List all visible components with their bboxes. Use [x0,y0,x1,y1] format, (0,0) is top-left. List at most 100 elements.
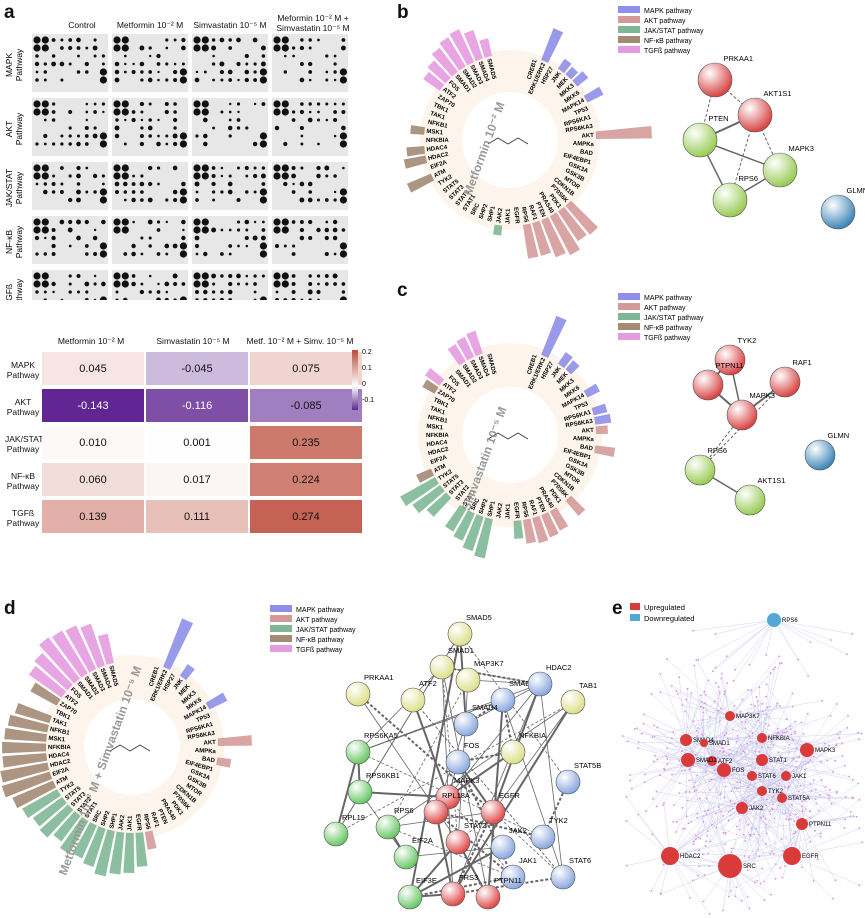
network-edge [806,732,859,751]
neighbor-node [633,728,636,730]
protein-node [453,711,479,737]
blot-spot [131,117,136,123]
pathway-bar [60,817,89,854]
neighbor-node [791,803,793,806]
network-edge [761,722,802,739]
blot-spot [283,181,288,187]
gene-label: ATM [55,776,69,787]
neighbor-node [672,731,675,734]
blot-spot [316,118,321,122]
blot-spot [99,196,107,204]
protein-node [530,824,556,850]
neighbor-node [629,774,632,776]
neighbor-node [750,703,753,706]
heatmap-col-header: Simvastatin 10⁻⁵ M [156,336,230,346]
blot-spot [299,235,305,241]
blot-spot [181,37,186,43]
blot-spot [260,61,266,67]
neighbor-node [814,798,817,801]
blot-spot [228,102,232,106]
gene-label: RPS6KA3 [565,419,594,430]
blot-spot [308,298,312,300]
neighbor-node [819,832,822,835]
blot-spot [43,290,47,294]
blot-spot [44,236,47,240]
network-edge [704,703,763,739]
blot-spot [140,190,144,194]
blot-spot [228,134,232,138]
blot-spot [173,197,178,203]
neighbor-node [824,786,827,788]
blot-spot [113,164,121,172]
network-edge [686,699,725,771]
network-edge [791,855,834,899]
network-edge [715,619,775,668]
legend-swatch [630,603,640,610]
blot-spot [308,61,313,67]
neighbor-node [772,668,775,671]
blot-spot [262,220,265,224]
network-edge [711,824,793,857]
blot-spot [203,251,208,257]
neighbor-node [707,679,710,682]
blot-spot [156,166,161,170]
legend-label: TGFß pathway [644,335,691,342]
gene-label: SMAD5 [107,665,118,687]
network-edge [729,656,780,717]
blot-spot [101,54,106,58]
blot-spot [68,142,72,146]
neighbor-node [797,658,799,661]
blot-spot [237,282,240,286]
gene-label: EIF2A [430,455,449,466]
neighbor-node [836,792,838,794]
blot-spot [60,134,64,138]
blot-spot [339,132,347,140]
gene-label: TAK1 [429,406,446,417]
neighbor-node [731,728,734,731]
neighbor-node [749,834,752,837]
neighbor-node [799,784,802,787]
network-edge [761,737,790,753]
blot-spot [68,110,73,114]
neighbor-node [696,812,699,815]
blot-spot [299,220,304,224]
neighbor-node [828,744,830,747]
protein-node [500,864,526,890]
legend-swatch [618,46,640,53]
neighbor-node [723,734,726,737]
blot-spot [219,61,225,67]
heatmap-cell: 0.060 [42,463,144,496]
pathway-bar [217,735,252,747]
blot-spot [140,110,144,114]
neighbor-node [685,815,688,818]
gene-label: AMPKa [573,141,595,148]
protein-label: STAT2 [464,821,486,830]
blot-spot [84,281,90,287]
blot-spot [245,274,249,278]
network-edge [761,749,804,792]
blot-spot [85,110,89,114]
network-edge [711,779,763,792]
gene-label: JAK1 [127,815,133,831]
blot-spot [157,182,160,186]
network-edge [666,756,725,771]
blot-spot [220,228,224,232]
blot-spot [325,174,329,178]
neighbor-node [643,713,645,716]
protein-node [323,821,349,847]
neighbor-node [717,806,720,809]
blot-spot [121,44,129,52]
blot-spot [35,252,39,256]
blot-spot [68,62,72,66]
neighbor-node [769,813,772,816]
blot-spot [211,298,216,300]
blot-spot [253,274,257,278]
blot-spot [76,197,81,203]
network-edge [755,775,787,829]
panel-d-label: d [4,598,16,619]
blot-spot [99,68,107,76]
blot-spot [291,46,296,50]
network-edge [641,733,687,741]
neighbor-node [848,775,851,778]
